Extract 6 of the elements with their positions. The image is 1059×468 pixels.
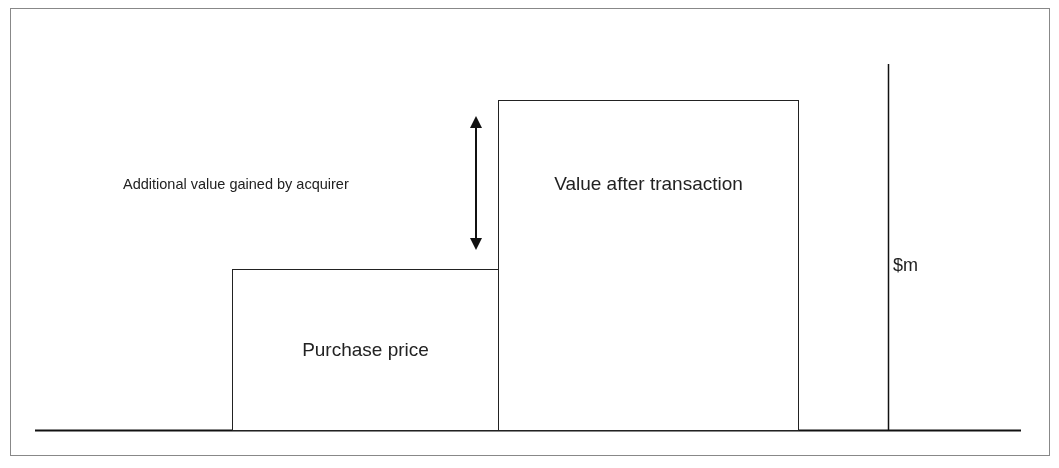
value-bar — [498, 100, 799, 431]
bar-label: Purchase price — [302, 339, 429, 361]
value-bar — [232, 269, 499, 431]
axis-label: $m — [893, 255, 918, 276]
dimension-label: Additional value gained by acquirer — [123, 176, 349, 192]
bar-label: Value after transaction — [554, 173, 743, 195]
